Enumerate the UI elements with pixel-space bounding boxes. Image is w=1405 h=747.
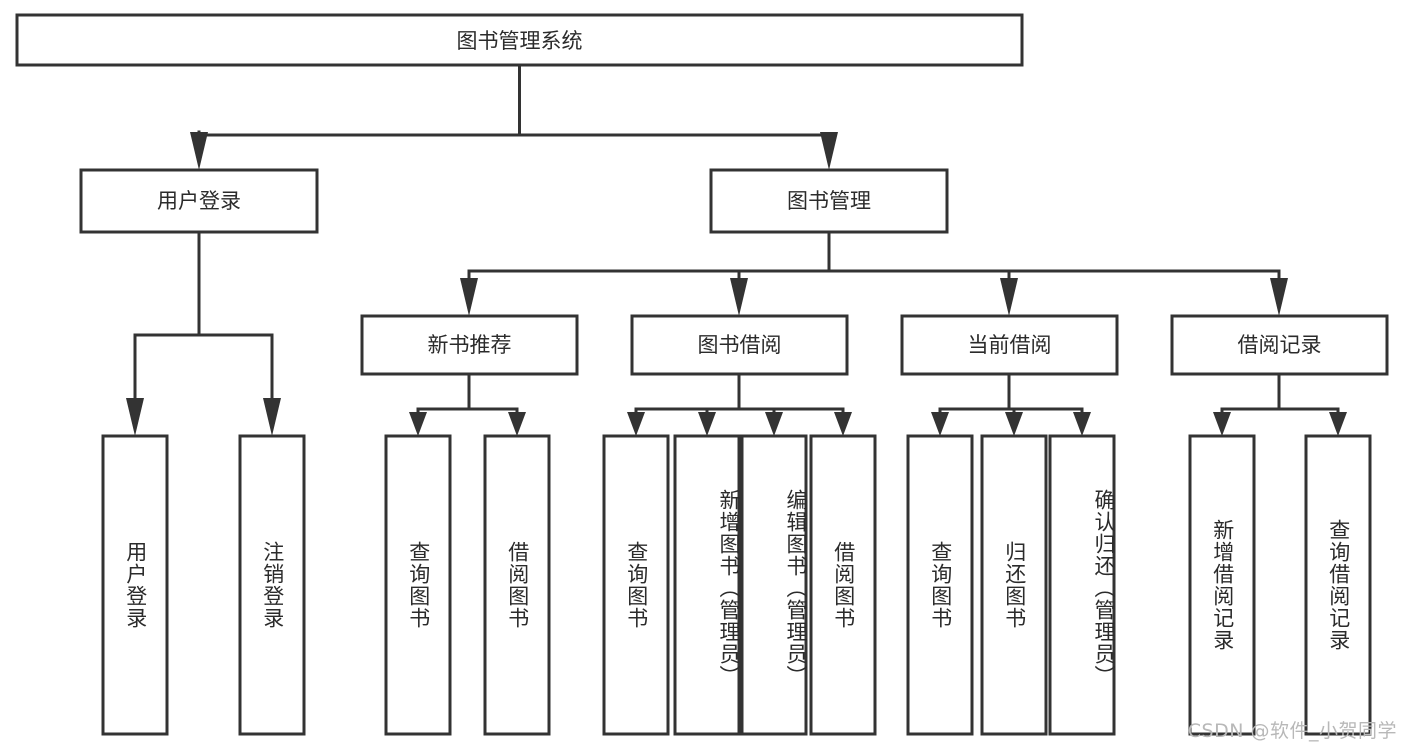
node-box-leaf-query-book-1[interactable] [384, 434, 452, 736]
node-box-leaf-confirm-return-admin[interactable] [1048, 434, 1116, 736]
arrow-head-book-manage [820, 132, 838, 170]
arrow-head-borrow-record [1270, 278, 1288, 316]
node-box-leaf-user-login[interactable] [101, 434, 169, 736]
arrow-head-cb-leaf-2 [1005, 412, 1023, 436]
node-box-leaf-borrow-book-1[interactable] [483, 434, 551, 736]
arrow-head-nbr-leaf-2 [508, 412, 526, 436]
connector-group-userlogin-to-leaves [126, 230, 281, 436]
arrow-head-cb-leaf-3 [1073, 412, 1091, 436]
arrow-head-cb-leaf-1 [931, 412, 949, 436]
arrow-head-book-borrow [730, 278, 748, 316]
node-box-leaf-return-book[interactable] [980, 434, 1048, 736]
node-box-leaf-query-book-2[interactable] [602, 434, 670, 736]
node-box-book-borrow[interactable] [630, 314, 849, 376]
node-label-user-login: 用户登录 [157, 189, 241, 213]
node-borrow-record[interactable]: 借阅记录 [1170, 314, 1389, 376]
node-box-leaf-add-borrow-record[interactable] [1188, 434, 1256, 736]
node-label-borrow-record: 借阅记录 [1238, 333, 1322, 357]
node-current-borrow[interactable]: 当前借阅 [900, 314, 1119, 376]
node-user-login[interactable]: 用户登录 [79, 168, 319, 234]
arrow-head-leaf-logout [263, 398, 281, 436]
arrow-head-current-borrow [1000, 278, 1018, 316]
arrow-head-new-book-rec [460, 278, 478, 316]
node-label-book-borrow: 图书借阅 [698, 333, 782, 357]
node-box-leaf-edit-book-admin[interactable] [740, 434, 808, 736]
node-label-root: 图书管理系统 [457, 29, 583, 53]
connector-group-newbookrec-to-leaves [409, 372, 526, 436]
connector-group-currentborrow-to-leaves [931, 372, 1091, 436]
connector-group-bookmanage-to-level3 [460, 230, 1288, 316]
node-root-system[interactable]: 图书管理系统 [15, 13, 1024, 67]
node-box-root[interactable] [15, 13, 1024, 67]
node-new-book-recommend[interactable]: 新书推荐 [360, 314, 579, 376]
leaf-box-group [101, 434, 1372, 736]
arrow-head-br-leaf-2 [1329, 412, 1347, 436]
node-box-leaf-query-book-3[interactable] [906, 434, 974, 736]
node-label-book-management: 图书管理 [787, 189, 871, 213]
node-box-borrow-record[interactable] [1170, 314, 1389, 376]
arrow-head-br-leaf-1 [1213, 412, 1231, 436]
node-box-new-book-recommend[interactable] [360, 314, 579, 376]
arrow-head-user-login [190, 132, 208, 170]
node-box-leaf-borrow-book-2[interactable] [809, 434, 877, 736]
node-label-new-book-recommend: 新书推荐 [428, 333, 512, 357]
node-label-current-borrow: 当前借阅 [968, 333, 1052, 357]
node-box-user-login[interactable] [79, 168, 319, 234]
arrow-head-leaf-user-login [126, 398, 144, 436]
connector-group-bookborrow-to-leaves [627, 372, 852, 436]
node-box-leaf-logout[interactable] [238, 434, 306, 736]
arrow-head-nbr-leaf-1 [409, 412, 427, 436]
arrow-head-bb-leaf-1 [627, 412, 645, 436]
node-box-leaf-query-borrow-record[interactable] [1304, 434, 1372, 736]
arrow-head-bb-leaf-4 [834, 412, 852, 436]
connector-group-borrowrecord-to-leaves [1213, 372, 1347, 436]
node-box-book-management[interactable] [709, 168, 949, 234]
connector-group-root-to-level2 [190, 63, 838, 170]
arrow-head-bb-leaf-3 [765, 412, 783, 436]
arrow-head-bb-leaf-2 [698, 412, 716, 436]
node-box-current-borrow[interactable] [900, 314, 1119, 376]
csdn-watermark: CSDN @软件_小贺同学 [1187, 720, 1397, 742]
node-box-leaf-add-book-admin[interactable] [673, 434, 741, 736]
node-book-management[interactable]: 图书管理 [709, 168, 949, 234]
node-book-borrow[interactable]: 图书借阅 [630, 314, 849, 376]
